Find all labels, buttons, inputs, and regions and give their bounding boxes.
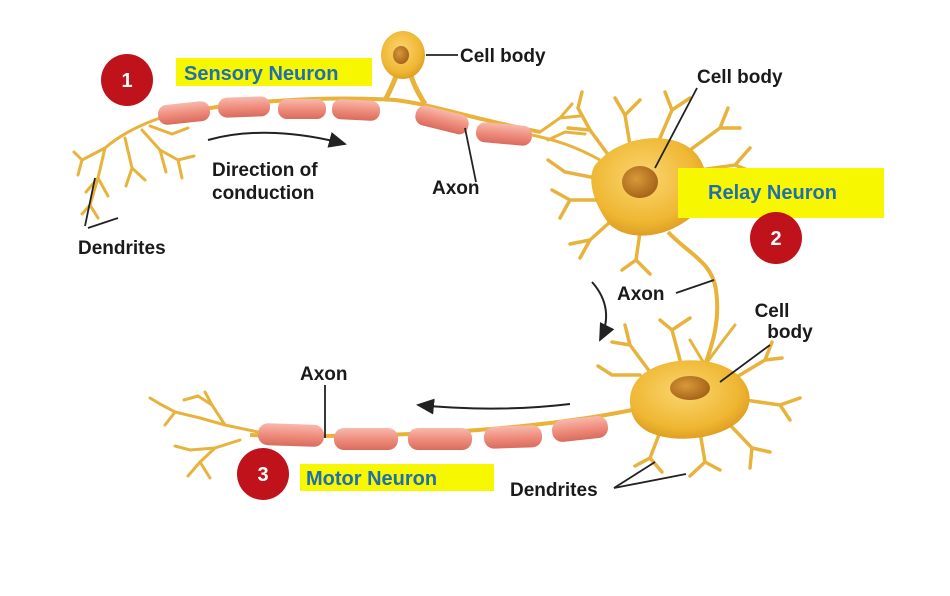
label-axon-motor: Axon <box>300 364 348 385</box>
motor-neuron <box>148 316 802 480</box>
tag-relay-neuron: Relay Neuron <box>678 168 884 218</box>
badge-3 <box>237 448 289 500</box>
label-dendrites-sensory: Dendrites <box>78 238 166 259</box>
badge-1 <box>101 54 153 106</box>
badge-2-number: 2 <box>770 228 781 250</box>
label-dendrites-motor: Dendrites <box>510 480 598 501</box>
tag-sensory-neuron: Sensory Neuron <box>176 58 372 86</box>
sensory-neuron <box>72 31 601 220</box>
label-cell-body-motor-line2: body <box>767 322 813 343</box>
motor-dendrites <box>596 316 802 478</box>
badge-1-number: 1 <box>121 70 132 92</box>
conduction-arrow-1 <box>207 131 347 148</box>
label-axon-sensory: Axon <box>432 178 480 199</box>
relay-axon <box>666 230 720 366</box>
label-cell-body-sensory: Cell body <box>460 46 546 67</box>
label-cell-body-relay: Cell body <box>697 67 783 88</box>
tag-relay-neuron-text: Relay Neuron <box>708 182 837 204</box>
motor-axon-terminals <box>148 390 260 480</box>
relay-nucleus <box>622 166 658 198</box>
tag-motor-neuron: Motor Neuron <box>300 464 494 491</box>
label-direction-line1: Direction of <box>212 160 318 181</box>
label-direction-line2: conduction <box>212 183 314 204</box>
label-cell-body-motor-line1: Cell <box>755 301 790 322</box>
tag-sensory-neuron-text: Sensory Neuron <box>184 63 338 85</box>
motor-nucleus <box>670 376 710 400</box>
sensory-dendrites <box>72 116 196 220</box>
tag-motor-neuron-text: Motor Neuron <box>306 468 437 490</box>
label-axon-relay: Axon <box>617 284 665 305</box>
sensory-myelin-sheath <box>157 96 533 146</box>
badge-3-number: 3 <box>257 464 268 486</box>
relay-dendrites <box>546 90 762 276</box>
motor-myelin-sheath <box>257 416 609 450</box>
relay-neuron <box>546 90 762 367</box>
leader-lines <box>84 54 771 489</box>
conduction-arrow-2 <box>591 281 615 342</box>
conduction-arrow-3 <box>416 398 571 415</box>
badge-2 <box>750 212 802 264</box>
